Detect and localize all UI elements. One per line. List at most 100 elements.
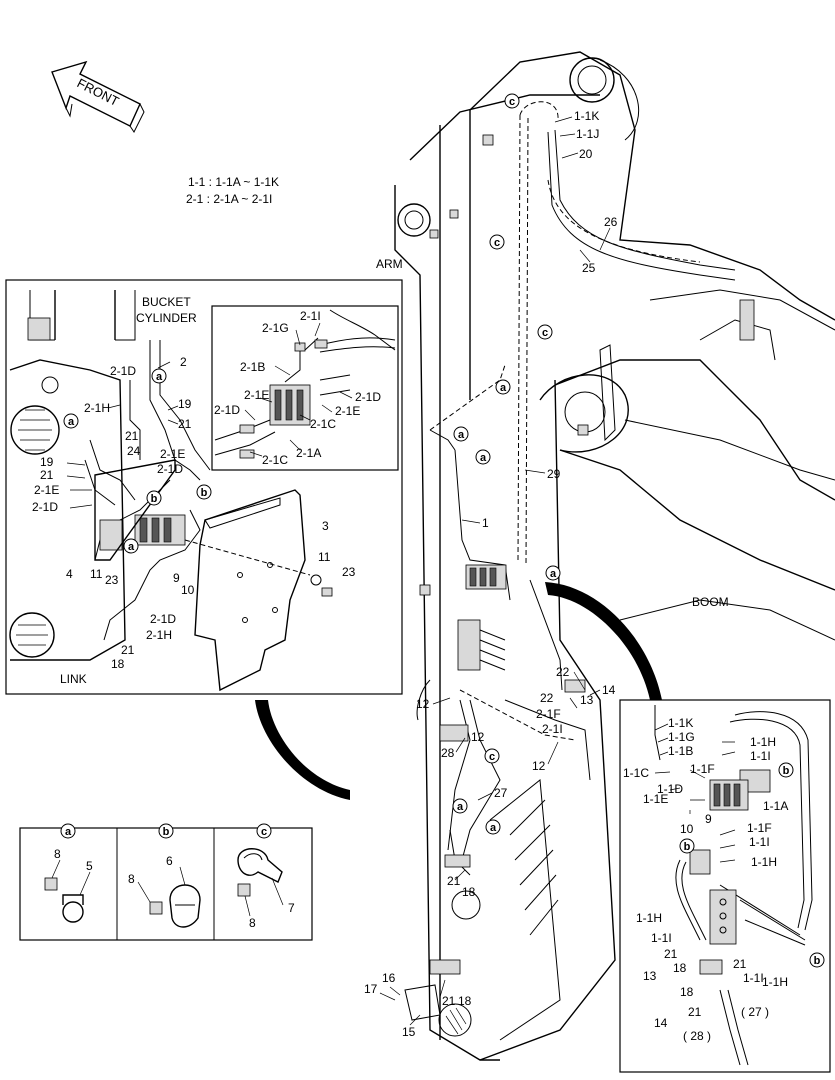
- callout: 7: [288, 901, 295, 915]
- callout: 9: [173, 571, 180, 585]
- badge-a: a: [495, 379, 511, 395]
- svg-text:c: c: [494, 237, 500, 249]
- svg-text:b: b: [684, 841, 691, 853]
- callout: 24: [127, 444, 141, 458]
- callout: 1: [482, 516, 489, 530]
- svg-text:b: b: [151, 493, 158, 505]
- callout: 18: [462, 885, 476, 899]
- callout: 10: [680, 822, 694, 836]
- callout: 22: [556, 665, 570, 679]
- badge-c: c: [504, 93, 520, 109]
- callout: 13: [643, 969, 657, 983]
- callout: 21: [733, 957, 747, 971]
- callout: 2-1C: [262, 453, 288, 467]
- badge-b: b: [146, 490, 162, 506]
- callout: 15: [402, 1025, 416, 1039]
- callout: 1-1K: [668, 716, 693, 730]
- front-arrow: FRONT: [51, 60, 145, 133]
- callout: 2-1I: [542, 722, 563, 736]
- boom-structure: BOOM: [469, 51, 835, 641]
- right-valve-inset: [619, 699, 831, 1073]
- callout: 2-1E: [34, 483, 59, 497]
- callout: 2-1C: [310, 417, 336, 431]
- callout: 8: [128, 872, 135, 886]
- callout: 1-1A: [763, 799, 788, 813]
- callout: 1-1K: [574, 109, 599, 123]
- badge-a: a: [475, 449, 491, 465]
- svg-text:a: a: [457, 801, 464, 813]
- callout: 2-1A: [296, 446, 321, 460]
- badge-c-detail: c: [256, 823, 272, 839]
- svg-text:a: a: [128, 541, 135, 553]
- callout: 1-1I: [750, 749, 771, 763]
- bucket-label: BUCKET: [142, 295, 191, 309]
- valve-inset-callouts: 2-1I 2-1G 2-1B 2-1E 2-1D 2-1D 2-1E 2-1C …: [214, 309, 381, 467]
- callout: 18: [673, 961, 687, 975]
- callout: 2-1D: [32, 500, 58, 514]
- connector-band-right: [545, 582, 662, 700]
- callout: 21: [664, 947, 678, 961]
- callout: 2-1B: [240, 360, 265, 374]
- callout: 1-1F: [690, 762, 715, 776]
- badge-c: c: [537, 324, 553, 340]
- svg-text:a: a: [500, 382, 507, 394]
- svg-text:a: a: [490, 822, 497, 834]
- left-inset-callouts: 2-1D 2 2-1H 19 21 24 21 2-1E 2-1D 19 21 …: [32, 355, 356, 671]
- callout: 2-1D: [150, 612, 176, 626]
- badge-a: a: [452, 798, 468, 814]
- badge-a-detail: a: [60, 823, 76, 839]
- legend-line-2: 2-1 : 2-1A ~ 2-1I: [186, 192, 272, 206]
- callout: 2-1D: [110, 364, 136, 378]
- callout: 1-1H: [762, 975, 788, 989]
- callout: 1-1I: [743, 971, 764, 985]
- callout: 18: [111, 657, 125, 671]
- callout: 2: [180, 355, 187, 369]
- callout: 1-1H: [751, 855, 777, 869]
- callout: 1-1H: [636, 911, 662, 925]
- callout: ( 28 ): [683, 1029, 711, 1043]
- main-callouts: 1-1K 1-1J 20 26 25 29 1 22 14 13 22 2-1F…: [364, 109, 618, 1039]
- callout: 2-1H: [84, 401, 110, 415]
- svg-text:b: b: [163, 826, 170, 838]
- callout: 1-1E: [643, 792, 668, 806]
- callout: 1-1G: [668, 730, 695, 744]
- callout: 2-1I: [300, 309, 321, 323]
- arm-label: ARM: [376, 257, 403, 271]
- clamp-detail-a: [44, 877, 84, 923]
- svg-text:a: a: [65, 826, 72, 838]
- badge-b: b: [196, 484, 212, 500]
- callout: 19: [40, 455, 54, 469]
- callout: 21: [688, 1005, 702, 1019]
- badge-b: b: [778, 762, 794, 778]
- callout: 18: [458, 994, 472, 1008]
- svg-text:b: b: [814, 955, 821, 967]
- badge-c: c: [489, 234, 505, 250]
- callout: 4: [66, 567, 73, 581]
- callout: 26: [604, 215, 618, 229]
- callout: 21: [121, 643, 135, 657]
- badge-a: a: [123, 538, 139, 554]
- badge-a: a: [151, 368, 167, 384]
- callout: 1-1F: [747, 821, 772, 835]
- svg-text:b: b: [201, 487, 208, 499]
- arm-structure: ARM: [376, 94, 616, 1061]
- callout: 29: [547, 467, 561, 481]
- clamp-detail-b: [149, 884, 201, 928]
- callout: 21: [178, 417, 192, 431]
- callout: 21: [40, 468, 54, 482]
- badge-a: a: [485, 819, 501, 835]
- clamp-detail-panel: [19, 827, 313, 941]
- callout: 22: [540, 691, 554, 705]
- badge-a: a: [453, 426, 469, 442]
- callout: 16: [382, 971, 396, 985]
- callout: 1-1C: [623, 766, 649, 780]
- badge-b: b: [809, 952, 825, 968]
- badge-a: a: [63, 413, 79, 429]
- link-label: LINK: [60, 672, 87, 686]
- callout: ( 27 ): [741, 1005, 769, 1019]
- callout: 1-1D: [657, 782, 683, 796]
- callout: 18: [680, 985, 694, 999]
- callout: 2-1E: [160, 447, 185, 461]
- callout: 1-1I: [651, 931, 672, 945]
